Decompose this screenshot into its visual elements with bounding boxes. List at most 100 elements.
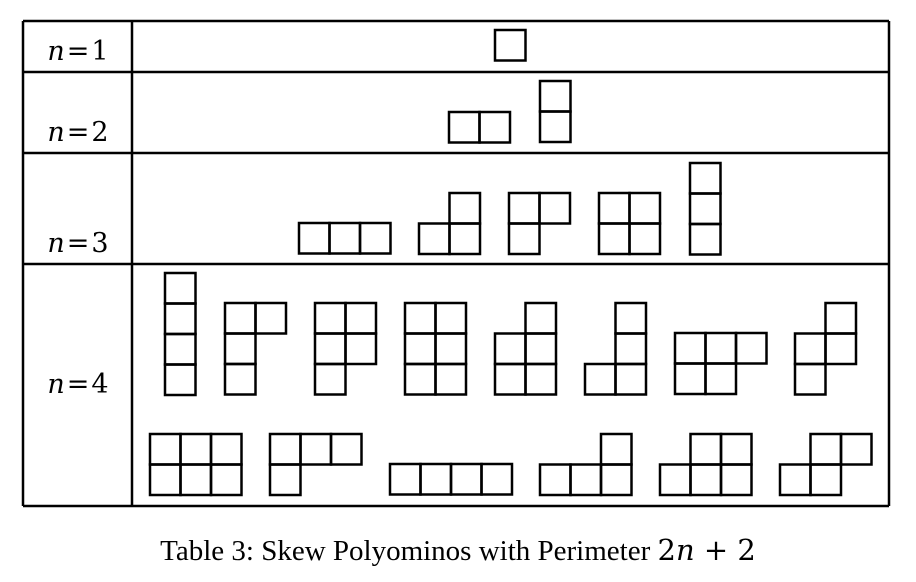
polyomino-cell <box>179 432 213 466</box>
polyomino-cell <box>313 301 347 335</box>
polyomino-cell <box>614 332 648 366</box>
label-equals: = <box>66 36 90 67</box>
polyomino-cell <box>419 462 453 496</box>
polyomino-cell <box>403 301 437 335</box>
polyomino-cell <box>223 301 257 335</box>
polyomino-cell <box>268 432 302 466</box>
polyomino-cell <box>434 332 468 366</box>
polyomino-n4-6 <box>583 301 648 396</box>
polyomino-cell <box>223 362 257 396</box>
formula-constant: 2 <box>737 533 756 567</box>
table-caption: Table 3: Skew Polyominos with Perimeter … <box>0 530 916 571</box>
polyomino-cell <box>599 463 633 497</box>
polyomino-cell <box>809 463 843 497</box>
polyomino-n3-5 <box>688 161 722 256</box>
polyomino-n3-4 <box>597 191 662 256</box>
polyomino-cell <box>688 192 722 226</box>
polyomino-n2-2 <box>538 79 572 144</box>
polyomino-cell <box>448 222 482 256</box>
polyomino-cell <box>524 362 558 396</box>
polyomino-cell <box>403 332 437 366</box>
polyomino-cell <box>704 331 738 365</box>
label-number: 4 <box>91 369 109 400</box>
polyomino-cell <box>480 462 514 496</box>
polyomino-cell <box>388 462 422 496</box>
polyomino-cell <box>449 462 483 496</box>
polyomino-cell <box>268 463 302 497</box>
polyomino-n4-2 <box>223 301 288 396</box>
polyomino-n4-14 <box>778 432 873 497</box>
caption-text: Table 3: Skew Polyominos with Perimeter <box>160 535 658 567</box>
polyomino-cell <box>447 110 481 144</box>
row-label-n4: n=4 <box>24 369 132 401</box>
polyomino-cell <box>824 301 858 335</box>
label-variable: n <box>47 36 65 67</box>
label-equals: = <box>66 369 90 400</box>
polyomino-n4-5 <box>493 301 558 396</box>
polyomino-cell <box>688 161 722 195</box>
polyomino-cell <box>538 110 572 144</box>
polyomino-cell <box>493 28 527 62</box>
polyomino-cell <box>344 332 378 366</box>
polyomino-cell <box>628 191 662 225</box>
polyomino-cell <box>417 222 451 256</box>
polyomino-n4-3 <box>313 301 378 396</box>
polyomino-cell <box>599 432 633 466</box>
polyomino-cell <box>524 332 558 366</box>
polyomino-cell <box>434 301 468 335</box>
table-grid <box>21 19 891 508</box>
label-number: 1 <box>91 36 109 67</box>
polyomino-cell <box>328 221 362 255</box>
polyomino-cell <box>778 463 812 497</box>
polyomino-n4-8 <box>793 301 858 396</box>
polyomino-cell <box>793 332 827 366</box>
polyomino-cell <box>209 463 243 497</box>
polyomino-cell <box>793 362 827 396</box>
row-label-n3: n=3 <box>24 228 132 260</box>
polyomino-cell <box>148 432 182 466</box>
polyomino-n4-13 <box>658 432 753 497</box>
polyomino-cell <box>493 362 527 396</box>
polyomino-cell <box>569 463 603 497</box>
polyomino-cell <box>704 362 738 396</box>
polyomino-cell <box>689 432 723 466</box>
label-variable: n <box>47 369 65 400</box>
polyomino-cell <box>358 221 392 255</box>
polyomino-cell <box>313 362 347 396</box>
polyomino-cell <box>403 362 437 396</box>
polyomino-cell <box>163 302 197 336</box>
row-label-n2: n=2 <box>24 117 132 149</box>
polyomino-cell <box>658 463 692 497</box>
polyomino-drawings <box>148 28 873 497</box>
caption-formula: 2n + 2 <box>658 533 756 567</box>
label-number: 3 <box>91 228 109 259</box>
polyomino-cell <box>673 331 707 365</box>
polyomino-cell <box>583 362 617 396</box>
polyomino-n1-1 <box>493 28 527 62</box>
polyomino-cell <box>329 432 363 466</box>
polyomino-n3-3 <box>507 191 572 256</box>
polyomino-cell <box>344 301 378 335</box>
polyomino-n4-11 <box>388 462 514 496</box>
polyomino-cell <box>179 463 213 497</box>
polyomino-cell <box>614 301 648 335</box>
formula-coefficient: 2 <box>657 533 676 567</box>
label-variable: n <box>47 117 65 148</box>
formula-operator: + <box>694 533 738 567</box>
polyomino-n4-10 <box>268 432 363 497</box>
polyomino-cell <box>673 362 707 396</box>
polyomino-cell <box>493 332 527 366</box>
polyomino-cell <box>524 301 558 335</box>
polyomino-cell <box>148 463 182 497</box>
polyomino-n4-1 <box>163 271 197 397</box>
polyomino-cell <box>689 463 723 497</box>
label-equals: = <box>66 117 90 148</box>
polyomino-cell <box>538 463 572 497</box>
row-label-n1: n=1 <box>24 36 132 68</box>
polyomino-n4-4 <box>403 301 468 396</box>
polyomino-n3-1 <box>297 221 392 255</box>
polyomino-cell <box>507 191 541 225</box>
label-number: 2 <box>91 117 109 148</box>
polyomino-cell <box>313 332 347 366</box>
